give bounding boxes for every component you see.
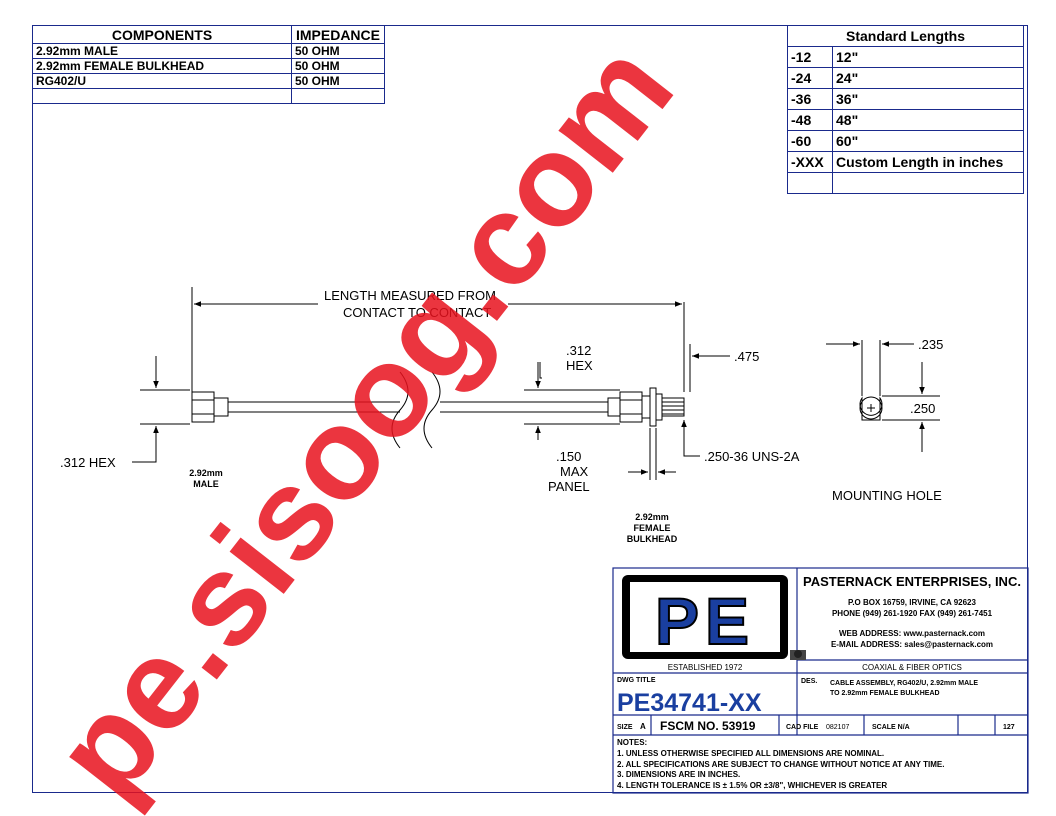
component-impedance — [291, 88, 385, 104]
dwg-title-label: DWG TITLE — [617, 677, 656, 684]
male-label: 2.92mm — [189, 468, 223, 478]
male-connector — [191, 391, 229, 423]
table-row — [32, 88, 385, 104]
established-label: ESTABLISHED 1972 — [668, 663, 743, 672]
cad-file-value: 082107 — [826, 724, 849, 731]
length-code: -XXX — [787, 151, 833, 173]
length-code: -36 — [787, 88, 833, 110]
company-address: P.O BOX 16759, IRVINE, CA 92623 — [848, 598, 976, 607]
hex-right-label: .312 — [566, 343, 591, 358]
component-name: 2.92mm FEMALE BULKHEAD — [32, 58, 292, 74]
length-code: -12 — [787, 46, 833, 68]
dim-475: .475 — [734, 349, 759, 364]
company-tagline: COAXIAL & FIBER OPTICS — [862, 663, 962, 672]
company-name: PASTERNACK ENTERPRISES, INC. — [803, 574, 1021, 589]
hex-right-label: HEX — [566, 358, 593, 373]
drawing-frame — [32, 25, 1028, 793]
dim-250: .250 — [910, 401, 935, 416]
note-item: 4. LENGTH TOLERANCE IS ± 1.5% OR ±3/8", … — [617, 781, 887, 790]
description-line: TO 2.92mm FEMALE BULKHEAD — [830, 690, 940, 697]
female-bulkhead-connector — [607, 387, 685, 427]
size-value: A — [640, 722, 646, 731]
size-label: SIZE — [617, 724, 633, 731]
dim-150: PANEL — [548, 479, 590, 494]
logo-text: PE — [655, 584, 755, 658]
leader-line — [132, 460, 157, 463]
des-label: DES. — [801, 678, 817, 685]
standard-lengths-title: Standard Lengths — [787, 25, 1024, 47]
company-email: E-MAIL ADDRESS: sales@pasternack.com — [831, 640, 993, 649]
drawing-number: PE34741-XX — [617, 689, 762, 717]
table-row: 2.92mm MALE 50 OHM — [32, 43, 385, 59]
length-value: Custom Length in inches — [832, 151, 1024, 173]
cad-file-label: CAD FILE — [786, 724, 819, 731]
scale-value: SCALE N/A — [872, 724, 910, 731]
title-block — [612, 567, 1029, 794]
leader-line — [683, 440, 700, 457]
sheet-number: 127 — [1003, 724, 1015, 731]
cable — [228, 371, 608, 449]
leader-line — [539, 362, 542, 379]
note-item: 1. UNLESS OTHERWISE SPECIFIED ALL DIMENS… — [617, 749, 884, 758]
notes-label: NOTES: — [617, 738, 647, 747]
thread-spec: .250-36 UNS-2A — [704, 449, 800, 464]
fscm-number: FSCM NO. 53919 — [660, 719, 756, 733]
dim-150: MAX — [560, 464, 589, 479]
components-table: COMPONENTS IMPEDANCE 2.92mm MALE 50 OHM … — [32, 25, 385, 104]
male-label: MALE — [193, 479, 219, 489]
female-label: FEMALE — [634, 523, 671, 533]
company-web: WEB ADDRESS: www.pasternack.com — [839, 629, 985, 638]
pe-logo: PE — [622, 575, 806, 660]
table-row: 2.92mm FEMALE BULKHEAD 50 OHM — [32, 58, 385, 74]
dim-235: .235 — [918, 337, 943, 352]
length-value — [832, 172, 1024, 194]
impedance-header: IMPEDANCE — [291, 25, 385, 44]
female-label: BULKHEAD — [627, 534, 678, 544]
dim-150: .150 — [556, 449, 581, 464]
mounting-hole-drawing — [826, 340, 940, 452]
hex-left-label: .312 HEX — [60, 455, 116, 470]
mounting-hole-label: MOUNTING HOLE — [832, 488, 942, 503]
description-line: CABLE ASSEMBLY, RG402/U, 2.92mm MALE — [830, 680, 978, 687]
component-impedance: 50 OHM — [291, 58, 385, 74]
table-row — [787, 172, 1024, 194]
note-item: 2. ALL SPECIFICATIONS ARE SUBJECT TO CHA… — [617, 760, 944, 769]
length-label: CONTACT TO CONTACT — [343, 305, 491, 320]
note-item: 3. DIMENSIONS ARE IN INCHES. — [617, 770, 740, 779]
company-phone: PHONE (949) 261-1920 FAX (949) 261-7451 — [832, 609, 993, 618]
length-label: LENGTH MEASURED FROM — [324, 288, 496, 303]
female-label: 2.92mm — [635, 512, 669, 522]
